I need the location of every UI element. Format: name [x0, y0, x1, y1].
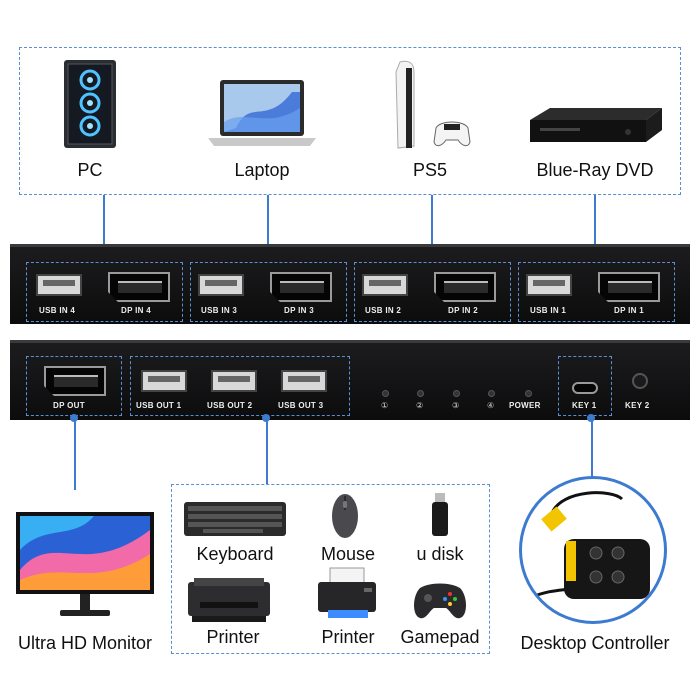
- peripheral-label-printer-2: Printer: [321, 627, 375, 647]
- connector-line: [74, 418, 76, 490]
- usb-out-1-port: [141, 370, 187, 392]
- source-label-laptop: Laptop: [234, 160, 290, 180]
- source-label-pc: PC: [77, 160, 103, 180]
- mouse-image: [330, 492, 360, 540]
- indicator-led-2: [417, 390, 424, 397]
- pc-tower-image: [60, 58, 120, 150]
- power-label: POWER: [509, 401, 541, 410]
- key2-button[interactable]: [632, 373, 648, 389]
- input-group-3: [190, 262, 347, 322]
- connector-line: [431, 195, 433, 261]
- laptop-image: [206, 78, 318, 150]
- gamepad-image: [412, 580, 468, 622]
- usb-out-group: [130, 356, 350, 416]
- printer-image-1: [184, 576, 274, 624]
- indicator-label-2: ②: [416, 401, 424, 410]
- dp-in-2-port: [434, 272, 496, 302]
- connector-line: [103, 195, 105, 261]
- dp-in-3-label: DP IN 3: [284, 306, 314, 315]
- peripheral-label-mouse: Mouse: [320, 544, 376, 564]
- usb-in-4-label: USB IN 4: [39, 306, 76, 315]
- monitor-image: [14, 510, 156, 620]
- key2-label: KEY 2: [625, 401, 650, 410]
- peripherals-box: [171, 484, 490, 654]
- peripheral-label-printer-1: Printer: [206, 627, 260, 647]
- connector-line: [267, 195, 269, 261]
- indicator-label-3: ③: [452, 401, 460, 410]
- power-led: [525, 390, 532, 397]
- dp-in-1-label: DP IN 1: [614, 306, 644, 315]
- connector-line: [594, 195, 596, 261]
- printer-image-2: [314, 566, 380, 624]
- usb-out-3-port: [281, 370, 327, 392]
- dp-in-2-label: DP IN 2: [448, 306, 478, 315]
- dp-in-4-port: [108, 272, 170, 302]
- controller-circle: [519, 476, 667, 624]
- keyboard-image: [183, 498, 287, 538]
- dp-in-1-port: [598, 272, 660, 302]
- usb-in-3-label: USB IN 3: [201, 306, 238, 315]
- usb-out-1-label: USB OUT 1: [136, 401, 182, 410]
- connector-line: [591, 418, 593, 480]
- input-group-4: [26, 262, 183, 322]
- dp-out-label: DP OUT: [53, 401, 85, 410]
- monitor-label: Ultra HD Monitor: [17, 633, 153, 653]
- dp-in-4-label: DP IN 4: [121, 306, 151, 315]
- dp-in-3-port: [270, 272, 332, 302]
- usb-in-2-label: USB IN 2: [365, 306, 402, 315]
- ps5-image: [392, 58, 472, 154]
- usb-in-3-port: [198, 274, 244, 296]
- dp-out-port: [44, 366, 106, 396]
- peripheral-label-udisk: u disk: [416, 544, 464, 564]
- input-group-2: [354, 262, 511, 322]
- usb-out-2-port: [211, 370, 257, 392]
- indicator-label-4: ④: [487, 401, 495, 410]
- usb-in-2-port: [362, 274, 408, 296]
- usb-in-4-port: [36, 274, 82, 296]
- front-panel: [10, 340, 690, 420]
- indicator-led-4: [488, 390, 495, 397]
- usb-disk-image: [430, 492, 450, 538]
- usb-in-1-port: [526, 274, 572, 296]
- controller-label: Desktop Controller: [520, 633, 670, 653]
- usb-out-3-label: USB OUT 3: [278, 401, 324, 410]
- source-label-bluray: Blue-Ray DVD: [536, 160, 654, 180]
- key1-port[interactable]: [572, 382, 598, 394]
- input-group-1: [518, 262, 675, 322]
- bluray-player-image: [528, 104, 664, 144]
- usb-in-1-label: USB IN 1: [530, 306, 567, 315]
- usb-out-2-label: USB OUT 2: [207, 401, 253, 410]
- indicator-label-1: ①: [381, 401, 389, 410]
- indicator-led-1: [382, 390, 389, 397]
- source-label-ps5: PS5: [412, 160, 448, 180]
- connector-line: [266, 418, 268, 484]
- peripheral-label-keyboard: Keyboard: [196, 544, 274, 564]
- peripheral-label-gamepad: Gamepad: [400, 627, 480, 647]
- key1-label: KEY 1: [572, 401, 597, 410]
- sources-box: [19, 47, 681, 195]
- indicator-led-3: [453, 390, 460, 397]
- key1-group: [558, 356, 612, 416]
